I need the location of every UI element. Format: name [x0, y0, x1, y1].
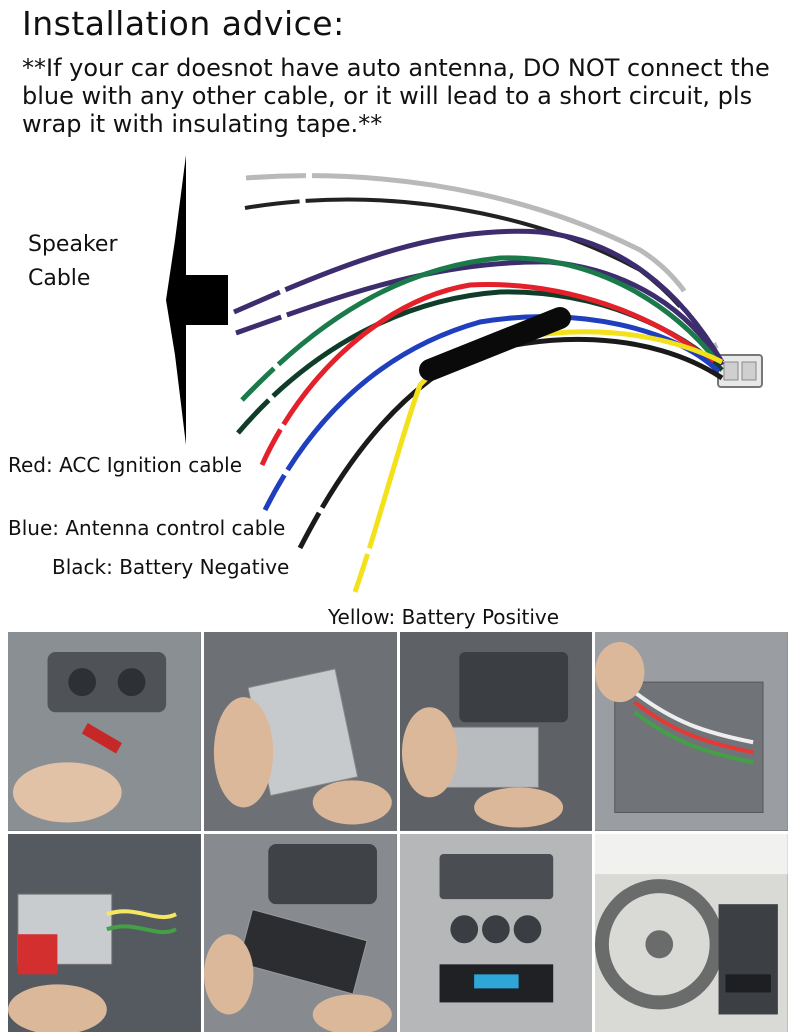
wire-gray-1: [245, 173, 725, 363]
photo-radio-insert: [399, 632, 593, 831]
black-wire-label: Black: Battery Negative: [52, 555, 290, 579]
wire-purple-1: [232, 228, 725, 364]
wire-green-2: [236, 289, 724, 435]
red-wire-label: Red: ACC Ignition cable: [8, 453, 243, 477]
blue-wire-label: Blue: Antenna control cable: [8, 516, 286, 540]
speaker-cable-label: Speaker Cable: [28, 232, 118, 291]
photo-wiring-in-dash: [595, 632, 788, 831]
photo-push-radio: [203, 833, 397, 1032]
wire-black: [297, 336, 724, 550]
photo-car-interior: [595, 833, 788, 1032]
page-title: Installation advice:: [22, 4, 345, 43]
speaker-arrow-icon: [166, 155, 228, 445]
photo-connect-harness: [8, 833, 201, 1032]
wire-green-1: [240, 255, 725, 402]
wire-yellow: [352, 329, 724, 593]
photo-installed-radio: [399, 833, 593, 1032]
wire-blue: [262, 314, 724, 512]
harness-connector: [717, 354, 763, 388]
wire-red: [259, 282, 724, 467]
installation-photo-grid: [8, 632, 788, 1032]
warning-text: **If your car doesnot have auto antenna,…: [22, 54, 770, 138]
photo-radio-cage: [203, 632, 397, 831]
fuse-sleeve: [419, 307, 571, 381]
yellow-wire-label: Yellow: Battery Positive: [328, 605, 560, 629]
photo-wire-stripper: [8, 632, 201, 831]
wiring-diagram: [166, 155, 763, 593]
wire-purple-2: [235, 259, 725, 367]
